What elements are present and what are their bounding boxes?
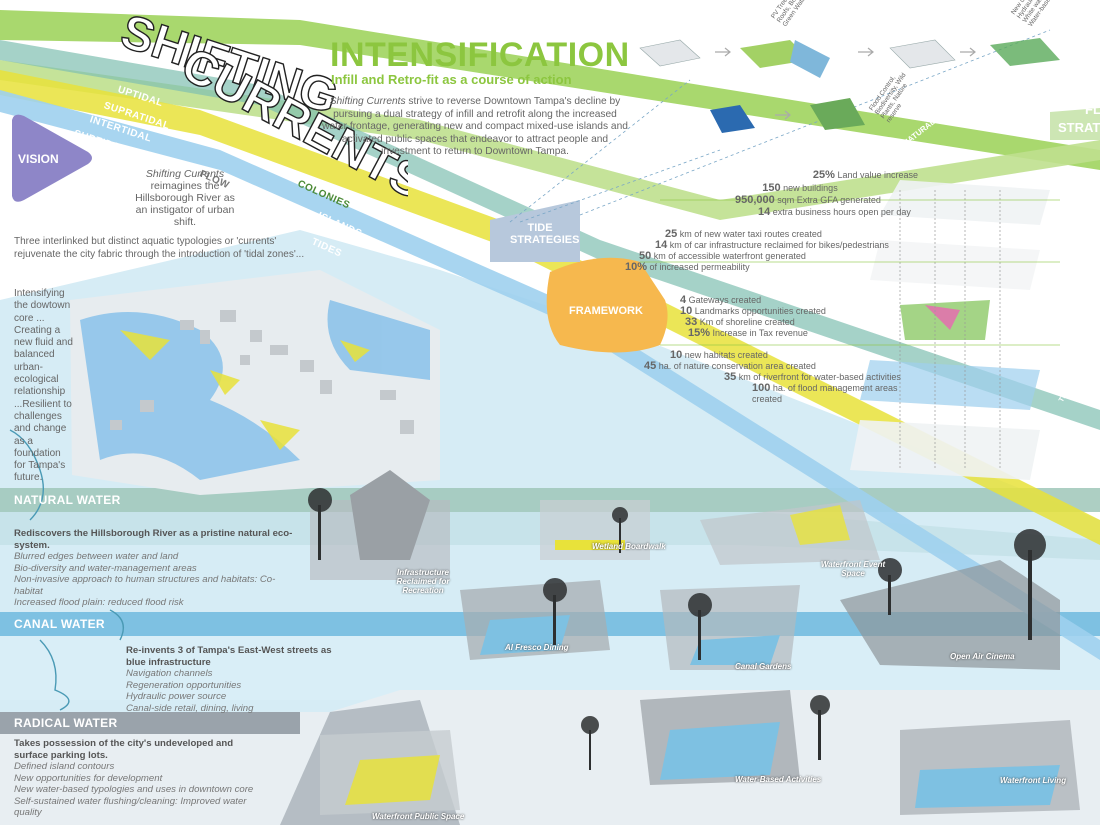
vision-italic: Shifting Currents <box>145 168 225 180</box>
radical-water-title: RADICAL WATER <box>14 716 118 730</box>
caption-water-activities: Water-Based Activities <box>735 775 822 784</box>
canal-item: Regeneration opportunities <box>126 679 242 691</box>
three-currents-text: Three interlinked but distinct aquatic t… <box>14 236 305 260</box>
canal-water-text: Re-invents 3 of Tampa's East-West street… <box>126 645 346 714</box>
intro-rest: strive to reverse Downtown Tampa's decli… <box>322 96 628 158</box>
stat-row: 14 extra business hours open per day <box>758 206 911 218</box>
colonies-stat-4: 14 extra business hours open per day <box>758 207 911 218</box>
natural-item: Non-invasive approach to human structure… <box>14 574 276 597</box>
intro-italic: Shifting Currents <box>329 96 406 107</box>
intensifying-text: Intensifying the dowtown core ... Creati… <box>14 288 73 484</box>
caption-public-space: Waterfront Public Space <box>372 812 465 821</box>
flow-strategies-label-2: STRATE <box>1058 120 1100 135</box>
stat-row: 100 ha. of flood management areas create… <box>752 382 898 405</box>
mini-maps <box>9 429 124 711</box>
page-subtitle: Infill and Retro-fit as a course of acti… <box>331 72 572 87</box>
caption-alfresco: Al Fresco Dining <box>505 643 569 652</box>
stat-row: 4 Gateways created <box>680 294 762 306</box>
canal-bold: Re-invents 3 of Tampa's East-West street… <box>126 645 332 668</box>
map-water <box>80 300 430 480</box>
stat-row: 10% of increased permeability <box>625 261 750 273</box>
flows-stats: 25 km of new water taxi routes created 1… <box>625 228 889 273</box>
stat-row: 150 new buildings <box>762 182 838 194</box>
stat-row: 33 Km of shoreline created <box>685 316 795 328</box>
caption-boardwalk: Wetland Boardwalk <box>592 542 666 551</box>
map-yellow <box>120 330 370 450</box>
stat-row: 15% Increase in Tax revenue <box>688 327 808 339</box>
tide-strategies-label: TIDE STRATEGIES <box>510 222 580 246</box>
natural-bold: Rediscovers the Hillsborough River as a … <box>14 528 293 551</box>
palm-trees <box>308 488 1046 770</box>
radical-item: Defined island contours <box>14 761 115 772</box>
framework-shape <box>546 257 668 353</box>
stat-row: 50 km of accessible waterfront generated <box>639 250 806 262</box>
page-title: INTENSIFICATION <box>330 36 630 74</box>
framework-label: FRAMEWORK <box>569 305 643 317</box>
caption-canal-gardens: Canal Gardens <box>735 662 792 671</box>
flow-strategies-label-1: FL <box>1085 102 1100 117</box>
colonies-stat-2: 150 new buildings <box>700 183 900 194</box>
caption-cinema: Open Air Cinema <box>950 652 1015 661</box>
radical-item: New water-based typologies and uses in d… <box>14 784 254 795</box>
natural-item: Blurred edges between water and land <box>14 551 179 562</box>
strategy-icons <box>639 38 1060 133</box>
stat-row: 950,000 sqm Extra GFA generated <box>735 194 881 206</box>
natural-water-title: NATURAL WATER <box>14 493 121 507</box>
canal-item: Canal-side retail, dining, living <box>126 702 254 714</box>
caption-waterfront-living: Waterfront Living <box>1000 776 1067 785</box>
canal-item: Navigation channels <box>126 668 213 679</box>
radical-item: New opportunities for development <box>14 772 163 784</box>
caption-infrastructure: Infrastructure Reclaimed for Recreation <box>396 568 450 595</box>
map-buildings <box>110 310 414 434</box>
natural-item: Bio-diversity and water-management areas <box>14 562 197 574</box>
layer-stack <box>850 180 1050 480</box>
vision-rest: reimagines the Hillsborough River as an … <box>135 180 235 228</box>
radical-item: Self-sustained water flushing/cleaning: … <box>14 795 247 819</box>
canal-water-title: CANAL WATER <box>14 617 105 631</box>
photo-collage <box>310 470 1080 815</box>
radical-bold: Takes possession of the city's undevelop… <box>14 738 234 761</box>
tides-stats: 10 new habitats created 45 ha. of nature… <box>644 349 902 405</box>
green-stream <box>0 10 1100 170</box>
stat-row: 10 Landmarks opportunities created <box>680 305 826 317</box>
islands-stats: 4 Gateways created 10 Landmarks opportun… <box>680 295 826 339</box>
vision-label: VISION <box>18 152 59 166</box>
stat-row: 14 km of car infrastructure reclaimed fo… <box>655 239 889 251</box>
caption-event-space: Waterfront Event Space <box>820 560 886 578</box>
vision-shape <box>12 114 92 202</box>
stat-row: 10 new habitats created <box>670 349 768 361</box>
colonies-stat-3: 950,000 sqm Extra GFA generated <box>735 195 881 206</box>
stat-row: 45 ha. of nature conservation area creat… <box>644 360 816 372</box>
tide-strategies-shape <box>490 200 580 262</box>
natural-item: Increased flood plain: reduced flood ris… <box>14 597 184 608</box>
colonies-stats: 25% Land value increase <box>768 170 918 181</box>
shifting-currents-logo: SHIFTING CURRENTS <box>114 4 408 210</box>
stat-row: 25% Land value increase <box>812 169 918 181</box>
radical-water-text: Takes possession of the city's undevelop… <box>14 738 264 819</box>
intro-paragraph: Shifting Currents strive to reverse Down… <box>320 96 630 159</box>
stat-row: 25 km of new water taxi routes created <box>665 228 822 240</box>
canal-item: Hydraulic power source <box>126 691 227 702</box>
natural-water-text: Rediscovers the Hillsborough River as a … <box>14 528 294 609</box>
stat-row: 35 km of riverfront for water-based acti… <box>724 371 901 383</box>
